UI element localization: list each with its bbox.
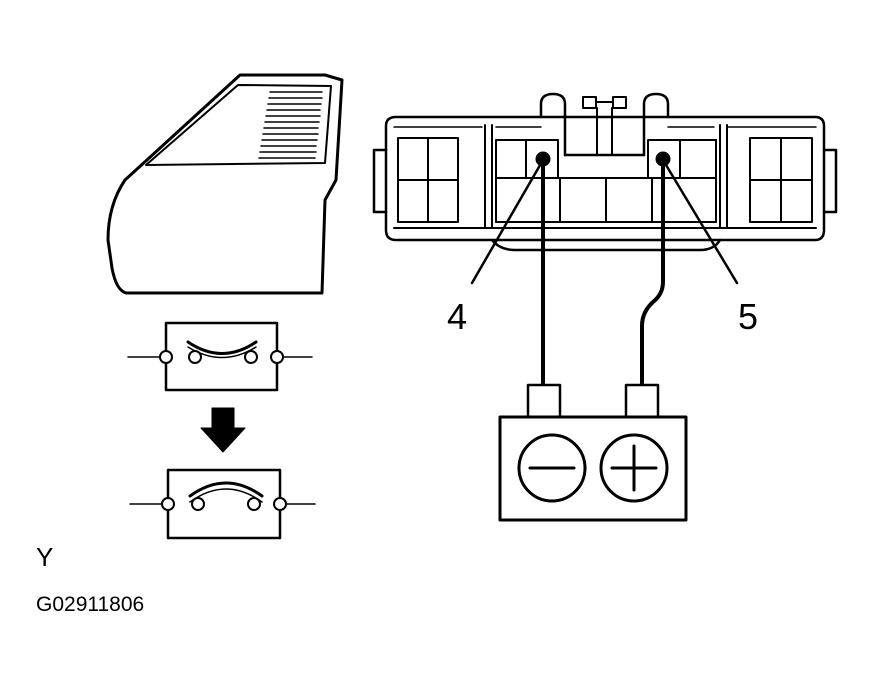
leader-line-4: [470, 158, 545, 285]
view-letter: Y: [36, 542, 53, 572]
battery-icon: [498, 383, 688, 522]
battery-negative-terminal: [517, 433, 587, 503]
switch-open-icon: [127, 321, 313, 392]
door-panel-icon: [106, 73, 344, 295]
terminal-4-label: 4: [447, 296, 467, 337]
switch-closed-icon: [129, 468, 316, 540]
arrow-down-icon: [200, 407, 246, 453]
battery-positive-terminal: [599, 433, 669, 503]
leader-line-5: [661, 158, 739, 285]
probe-terminal-5: [640, 151, 671, 389]
figure-code: G02911806: [36, 593, 144, 616]
connector-icon: [372, 92, 838, 252]
terminal-5-label: 5: [738, 296, 758, 337]
probe-terminal-4: [535, 151, 551, 389]
